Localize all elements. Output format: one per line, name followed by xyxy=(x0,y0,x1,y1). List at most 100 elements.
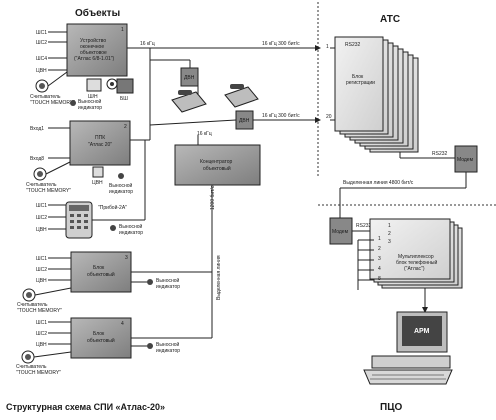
ppk-line2: "Атлас 20" xyxy=(88,142,112,148)
reader4-line1: Считыватель xyxy=(16,364,47,370)
phone-icon xyxy=(224,84,259,108)
reg-input-1: 1 xyxy=(326,44,329,50)
label-vhod1: Вход1 xyxy=(30,126,44,132)
reader1-line2: "TOUCH MEMORY" xyxy=(30,100,75,106)
label-sh1: ШС1 xyxy=(36,30,47,36)
indicator-icon xyxy=(147,343,153,349)
phone-icon xyxy=(171,90,207,113)
registration-line1: Блок xyxy=(352,74,364,80)
filter-bottom-label: ДВН xyxy=(239,118,250,124)
tsn-box xyxy=(92,166,104,178)
multiplexer-block xyxy=(369,218,463,289)
reg-input-20: 20 xyxy=(326,114,332,120)
modem-pco-label: Модем xyxy=(332,229,349,235)
indicator-icon xyxy=(110,225,116,231)
mux-port-3: 3 xyxy=(378,256,381,262)
header-objects: Объекты xyxy=(75,7,120,19)
reader2-line2: "TOUCH MEMORY" xyxy=(26,188,71,194)
device1-line3: объектовое xyxy=(80,50,107,56)
mux-line3: ("Атлас") xyxy=(404,266,425,272)
label-vhod8: Вход8 xyxy=(30,156,44,162)
indicator-icon xyxy=(118,173,124,179)
label-sh2d: ШС2 xyxy=(36,331,47,337)
rate-1200-label: 1200 бит/с xyxy=(210,185,216,210)
sh-box xyxy=(86,78,102,92)
reader1-line1: Считыватель xyxy=(30,94,61,100)
mux-in-3: 3 xyxy=(388,239,391,245)
mux-in-1: 1 xyxy=(388,223,391,229)
mux-port-2: 2 xyxy=(378,246,381,252)
freq-label-a: 16 кГц xyxy=(140,41,155,47)
device1-line1: Устройство xyxy=(80,37,106,44)
bsh-box xyxy=(116,78,134,94)
arm-label: АРМ xyxy=(414,328,430,335)
block-obj3-line2: объектовый xyxy=(87,271,115,278)
indicator4-line1: Выносной xyxy=(156,277,180,284)
diagram-caption: Структурная схема СПИ «Атлас-20» xyxy=(6,402,165,412)
bsh-label: БШ xyxy=(120,96,128,102)
device1-num: 1 xyxy=(121,27,124,33)
indicator3-line1: Выносной xyxy=(119,223,143,230)
registration-block xyxy=(334,36,419,153)
indicator2-line1: Выносной xyxy=(109,182,133,189)
ppk-block xyxy=(69,120,131,166)
label-sh1c: ШС1 xyxy=(36,256,47,262)
reader4-line2: "TOUCH MEMORY" xyxy=(16,370,61,376)
label-sh1b: ШС1 xyxy=(36,203,47,209)
concentrator-line1: Концентратор xyxy=(200,159,233,165)
sh-label: Ш/Н xyxy=(88,94,98,100)
label-tsn1: ЦВН xyxy=(92,180,103,186)
device1-line4: ("Атлас 6/8-1.01") xyxy=(74,56,115,62)
dedicated-line-vert-label: Выделенная линия xyxy=(216,255,222,300)
block-obj4-num: 4 xyxy=(121,321,124,327)
reader3-line1: Считыватель xyxy=(17,302,48,308)
concentrator-block xyxy=(174,144,261,186)
indicator4-line2: индикатор xyxy=(156,284,180,290)
indicator2-line2: индикатор xyxy=(109,189,133,195)
mux-port-8: 8 xyxy=(378,276,381,282)
computer-icon xyxy=(363,311,453,385)
block-obj3-line1: Блок xyxy=(93,265,105,271)
priboj-label: "Прибой-2А" xyxy=(98,204,127,211)
rs232-b: RS232 xyxy=(432,151,448,157)
label-tsnc: ЦВН xyxy=(36,278,47,284)
block-obj4 xyxy=(70,317,132,359)
rs232-c: RS232 xyxy=(356,223,372,229)
registration-line2: регистрации xyxy=(346,80,375,86)
line-rate-1: 16 кГц 300 бит/с xyxy=(262,41,300,47)
freq-label-b: 16 кГц xyxy=(197,131,212,137)
indicator-icon xyxy=(147,279,153,285)
mux-port-1: 1 xyxy=(378,236,381,242)
modem-ats-label: Модем xyxy=(457,157,474,163)
filter-top-label: ДВН xyxy=(184,75,195,81)
label-tsn: ЦВН xyxy=(36,68,47,74)
ppk-num: 2 xyxy=(124,124,127,130)
label-sh2b: ШС2 xyxy=(36,215,47,221)
mux-port-4: 4 xyxy=(378,266,381,272)
label-sh2: ШС2 xyxy=(36,40,47,46)
indicator5-line2: индикатор xyxy=(156,348,180,354)
device1-line2: оконечное xyxy=(80,44,104,50)
label-sh1d: ШС1 xyxy=(36,320,47,326)
label-sh2c: ШС2 xyxy=(36,267,47,273)
dedicated-line-label: Выделенная линия 4800 бит/с xyxy=(343,180,414,186)
indicator1-line1: Выносной xyxy=(78,98,102,105)
filter-box-top xyxy=(180,67,199,87)
header-ats: АТС xyxy=(380,14,400,25)
block-obj4-line2: объектовый xyxy=(87,337,115,344)
rs232-a: RS232 xyxy=(345,42,361,48)
label-tsnb: ЦВН xyxy=(36,227,47,233)
block-obj3-num: 3 xyxy=(125,255,128,261)
header-pco: ПЦО xyxy=(380,402,402,413)
mux-line2: блок телефонный xyxy=(396,259,438,266)
indicator5-line1: Выносной xyxy=(156,341,180,348)
mux-line1: Мультиплексор xyxy=(398,254,434,260)
indicator1-line2: индикатор xyxy=(78,105,102,111)
line-rate-2: 16 кГц 300 бит/с xyxy=(262,113,300,119)
device1-block xyxy=(66,23,128,77)
indicator-icon xyxy=(70,100,76,106)
label-sh4: ШС4 xyxy=(36,56,47,62)
indicator3-line2: индикатор xyxy=(119,230,143,236)
reader3-line2: "TOUCH MEMORY" xyxy=(17,308,62,314)
